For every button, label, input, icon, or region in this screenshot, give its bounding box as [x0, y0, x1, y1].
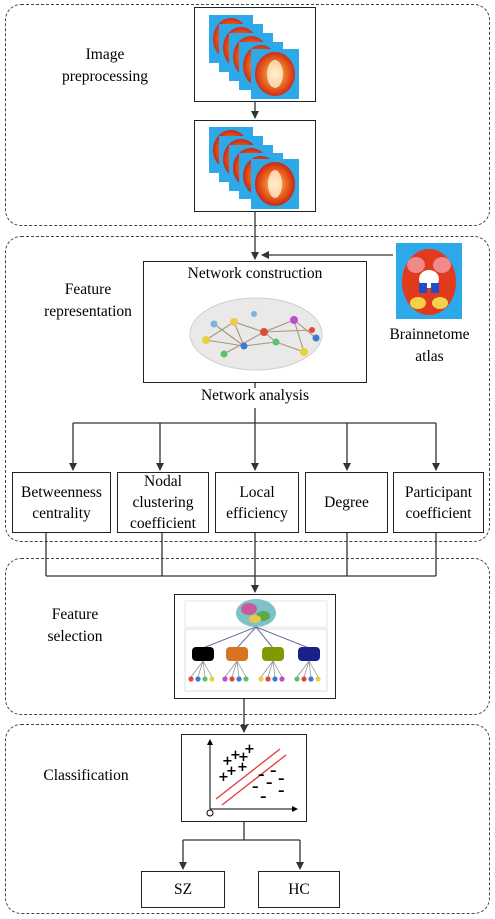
svg-text:–: –	[278, 772, 285, 787]
svg-text:+: +	[237, 760, 248, 775]
preprocessed-image-box	[194, 120, 316, 212]
atlas-brain-icon	[396, 243, 462, 319]
stage-label-selection: Feature selection	[47, 606, 103, 645]
svg-text:–: –	[266, 776, 273, 791]
metric-nodal-clustering-coefficient: Nodal clustering coefficient	[117, 472, 209, 533]
svg-text:–: –	[270, 764, 277, 779]
svg-text:–: –	[278, 784, 285, 799]
metric-participant-coefficient: Participant coefficient	[393, 472, 484, 533]
svg-text:+: +	[238, 750, 249, 765]
network-construction-label: Network construction	[187, 265, 323, 282]
atlas-label: Brainnetome atlas	[389, 326, 470, 365]
svg-text:–: –	[252, 780, 259, 795]
metric-betweenness-centrality: Betweenness centrality	[12, 472, 111, 533]
svg-text:–: –	[260, 790, 267, 805]
stage-label-representation: Feature representation	[44, 281, 132, 320]
brainnetome-atlas-image	[396, 243, 462, 319]
output-hc: HC	[258, 871, 340, 908]
stage-feature-selection	[5, 558, 490, 715]
stage-classification	[5, 724, 490, 914]
brain-slices-icon	[209, 15, 299, 99]
output-sz: SZ	[141, 871, 225, 908]
svg-text:+: +	[244, 742, 255, 757]
svg-text:+: +	[230, 748, 241, 763]
feature-selection-box	[174, 594, 336, 699]
svg-text:+: +	[218, 770, 229, 785]
network-construction-box: Network construction	[143, 261, 367, 383]
hierarchical-selection-icon	[184, 599, 328, 692]
brain-slices-icon	[209, 127, 299, 209]
stage-feature-representation	[5, 236, 490, 542]
raw-mri-image-box	[194, 7, 316, 102]
metric-degree: Degree	[305, 472, 388, 533]
network-analysis-label: Network analysis	[200, 387, 310, 404]
brain-network-icon	[189, 297, 323, 371]
classifier-box: +++ ++++ ––– ––––	[181, 734, 307, 822]
svg-text:+: +	[222, 754, 233, 769]
svg-text:–: –	[258, 768, 265, 783]
stage-image-preprocessing	[5, 4, 490, 226]
svg-text:+: +	[226, 764, 237, 779]
stage-label-preprocessing: Image preprocessing	[61, 46, 149, 85]
stage-label-classification: Classification	[43, 767, 129, 784]
metric-local-efficiency: Local efficiency	[215, 472, 299, 533]
svm-classifier-icon: +++ ++++ ––– ––––	[206, 739, 298, 817]
